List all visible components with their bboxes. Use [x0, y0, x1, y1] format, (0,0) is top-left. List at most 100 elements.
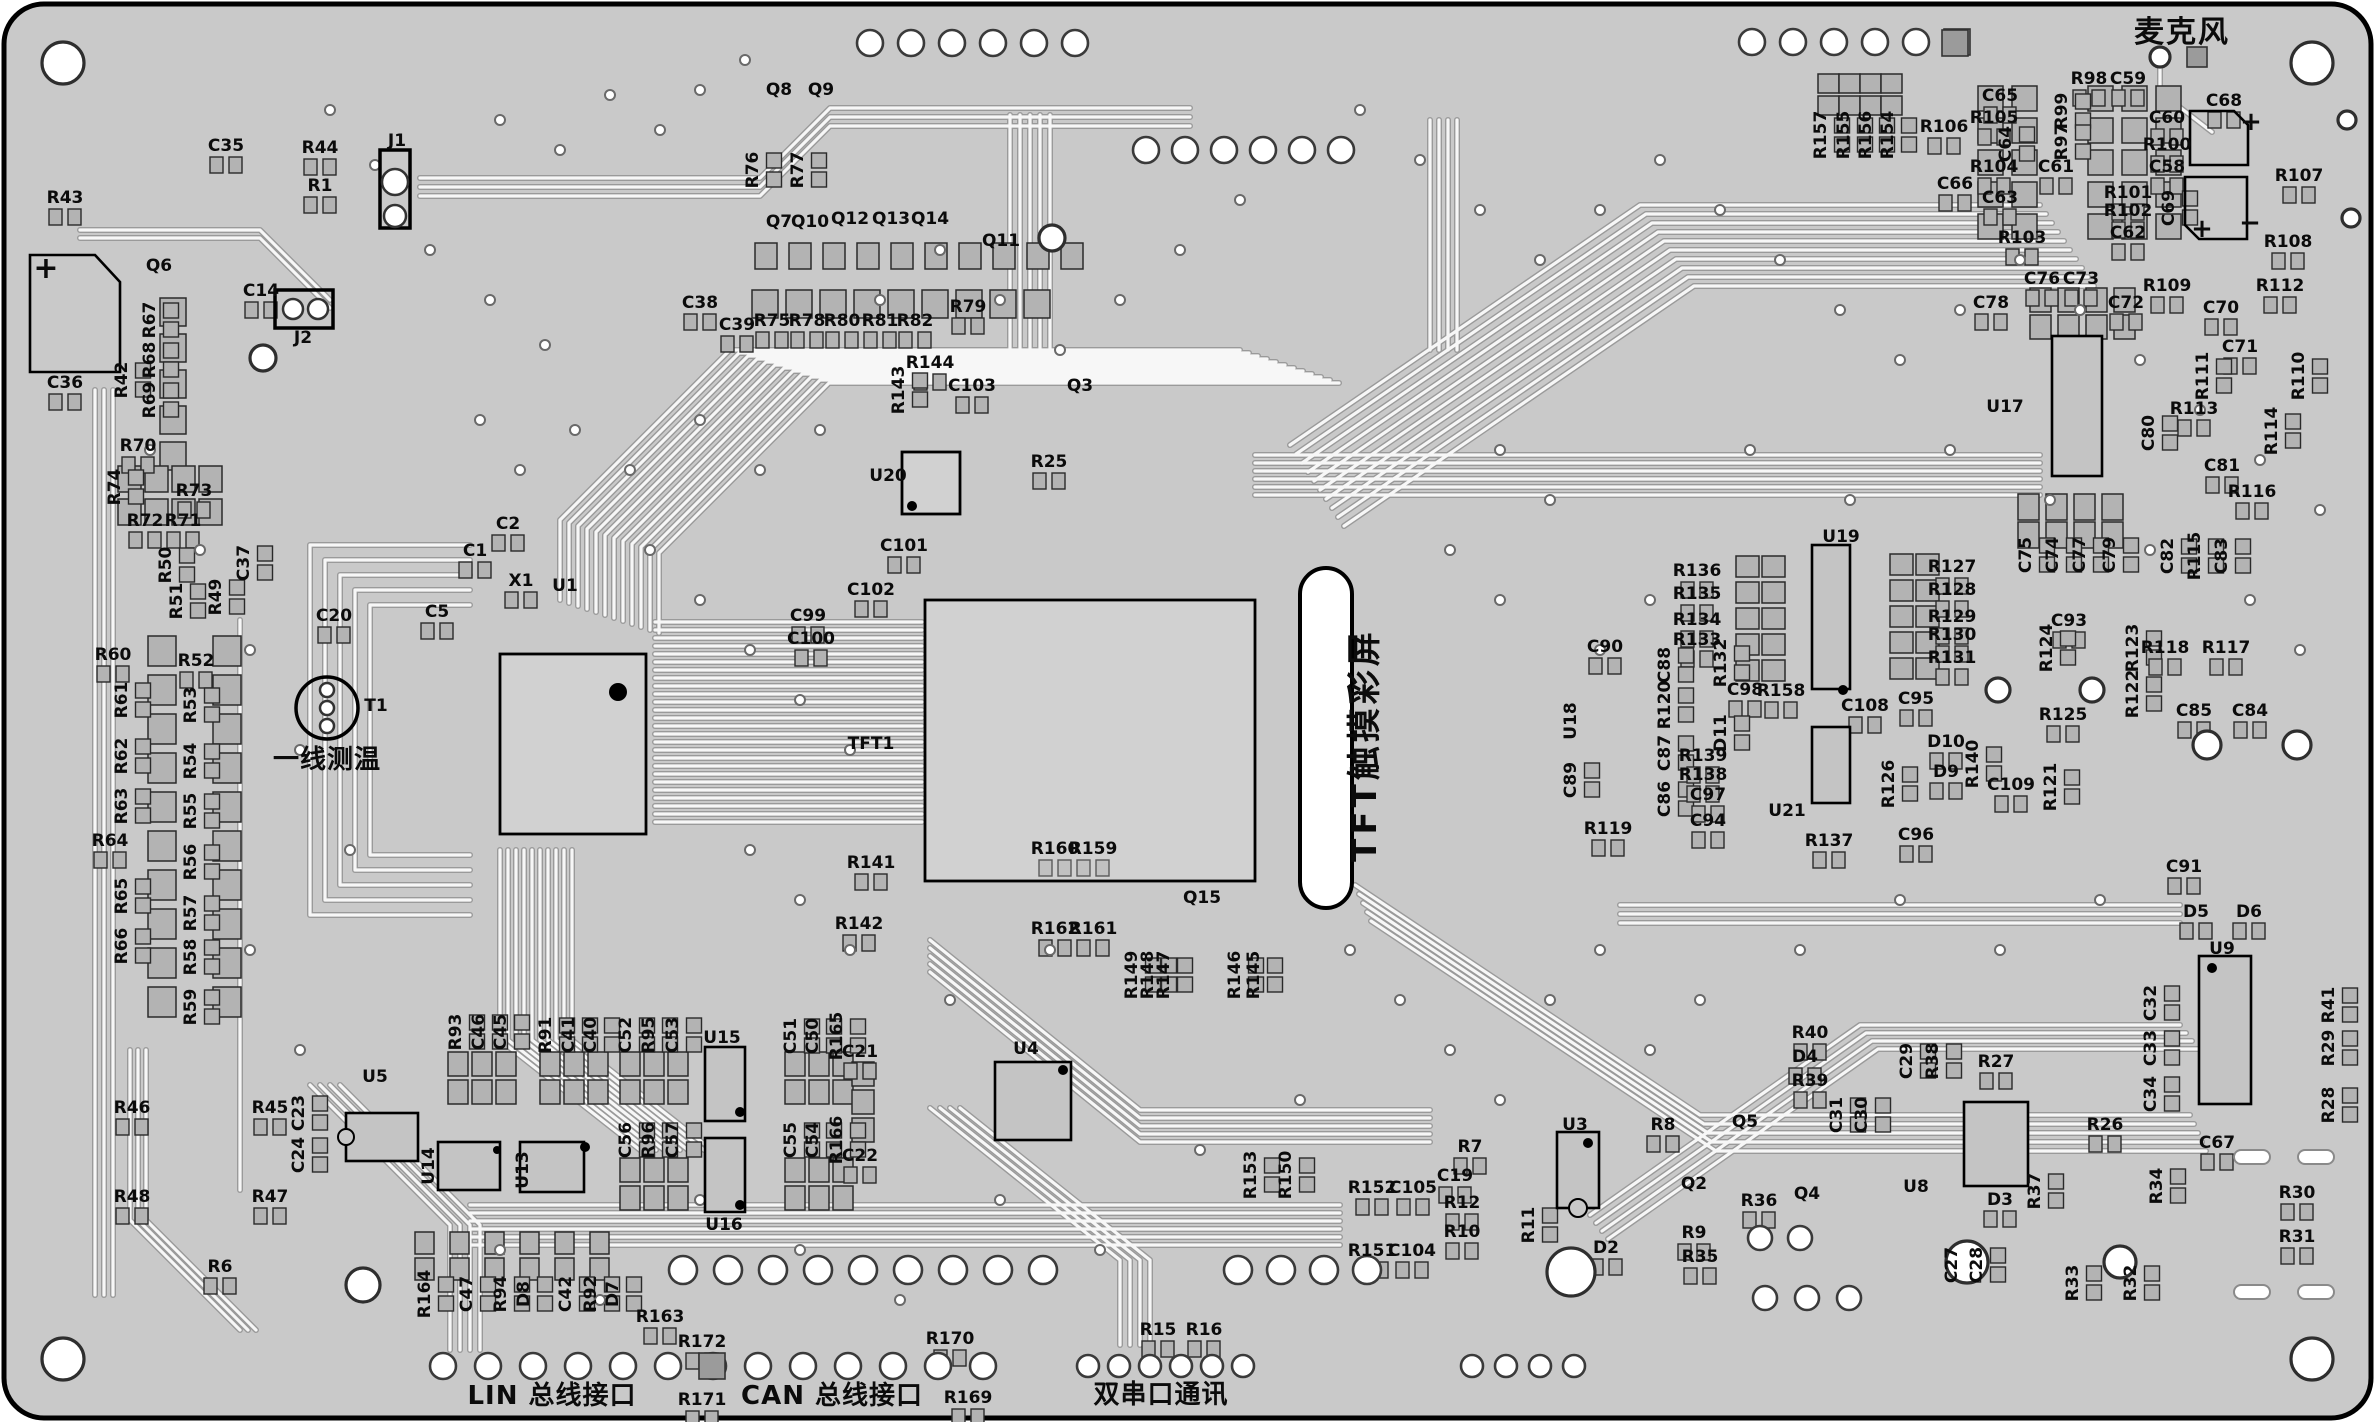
- pad: [813, 649, 828, 667]
- trace: [938, 1106, 1132, 1347]
- pad: [2073, 493, 2096, 521]
- pad: [1095, 859, 1110, 877]
- pad: [67, 393, 82, 411]
- pad: [1954, 627, 1969, 645]
- pad: [843, 1166, 858, 1184]
- pad: [1395, 1261, 1410, 1279]
- via: [1054, 344, 1066, 356]
- via: [569, 424, 581, 436]
- header-hole: [757, 1254, 789, 1286]
- pad: [849, 1141, 867, 1158]
- designator-c36: C36: [47, 373, 83, 393]
- pad: [1051, 472, 1066, 490]
- designator-r165: R165: [827, 1012, 847, 1061]
- pad: [1935, 577, 1950, 595]
- designator-r11: R11: [1519, 1207, 1539, 1244]
- pin1-dot: [1583, 1138, 1593, 1148]
- pad: [203, 793, 221, 810]
- header-hole: [1168, 1353, 1194, 1379]
- header-hole: [855, 28, 885, 58]
- designator-c42: C42: [556, 1276, 576, 1312]
- pad: [420, 622, 435, 640]
- pad: [1680, 630, 1695, 648]
- pad: [2299, 1203, 2314, 1221]
- pad: [67, 208, 82, 226]
- designator-r36: R36: [1741, 1191, 1778, 1211]
- pin1-dot: [735, 1107, 745, 1117]
- pad: [810, 626, 825, 644]
- pad: [1880, 73, 1903, 94]
- designator-c94: C94: [1690, 811, 1726, 831]
- designator-r63: R63: [112, 788, 132, 825]
- pad: [147, 713, 177, 745]
- pad: [504, 591, 519, 609]
- pad: [212, 635, 242, 667]
- pad: [1032, 472, 1047, 490]
- pad: [1665, 1135, 1680, 1153]
- designator-r134: R134: [1673, 610, 1722, 630]
- pad: [1889, 657, 1914, 680]
- pad: [539, 1079, 561, 1105]
- designator-r8: R8: [1651, 1115, 1676, 1135]
- pad: [228, 598, 246, 615]
- designator-r45: R45: [252, 1098, 289, 1118]
- trace: [1300, 221, 2054, 465]
- mounting-hole: [2148, 45, 2172, 69]
- designator-tft1: TFT1: [848, 734, 895, 754]
- pad: [2251, 922, 2266, 940]
- pad: [619, 1079, 641, 1105]
- pad: [1263, 1176, 1281, 1193]
- pad: [437, 1295, 455, 1312]
- pad: [662, 1327, 677, 1345]
- pad: [1874, 1116, 1892, 1133]
- pad: [1977, 149, 2004, 176]
- t1-body: [294, 675, 360, 741]
- designator-c59: C59: [2110, 69, 2146, 89]
- designator-c97: C97: [1690, 785, 1726, 805]
- pad: [1807, 1067, 1822, 1085]
- designator-c79: C79: [2100, 537, 2120, 573]
- designator-q11: Q11: [982, 231, 1020, 251]
- designator-r51: R51: [167, 583, 187, 620]
- pad: [2122, 537, 2140, 554]
- pad: [253, 1207, 268, 1225]
- pad: [2091, 89, 2106, 107]
- header-hole: [743, 1351, 773, 1381]
- designator-d5: D5: [2183, 902, 2209, 922]
- pad: [992, 242, 1016, 270]
- pad: [1788, 1067, 1803, 1085]
- pad: [479, 1295, 497, 1312]
- trace: [928, 954, 1432, 1128]
- header-hole: [1209, 135, 1239, 165]
- pad: [147, 830, 177, 862]
- pad: [1938, 194, 1953, 212]
- pad: [1856, 136, 1874, 153]
- pad: [519, 1231, 540, 1255]
- designator-c32: C32: [2141, 985, 2161, 1021]
- pad: [513, 1295, 531, 1312]
- pad: [134, 947, 152, 964]
- pad: [2169, 155, 2184, 173]
- designator-r108: R108: [2264, 232, 2313, 252]
- pad: [822, 242, 846, 270]
- header-hole: [923, 1351, 953, 1381]
- pad: [449, 1257, 470, 1281]
- via: [1594, 644, 1606, 656]
- dual-serial-label: 双串口通讯: [1093, 1380, 1228, 1410]
- header-hole: [428, 1351, 458, 1381]
- designator-r68: R68: [140, 342, 160, 379]
- pad: [1989, 1247, 2007, 1264]
- designator-c98: C98: [1727, 680, 1763, 700]
- designator-r39: R39: [1792, 1071, 1829, 1091]
- header-hole: [1527, 1353, 1553, 1379]
- via: [1594, 944, 1606, 956]
- pad: [1735, 581, 1760, 604]
- pad: [1918, 709, 1933, 727]
- chip-d3-package: [1962, 1100, 2030, 1188]
- via: [324, 104, 336, 116]
- pad: [685, 1141, 703, 1158]
- pad: [2242, 357, 2257, 375]
- designator-r91: R91: [536, 1017, 556, 1054]
- pad: [1060, 242, 1084, 270]
- pad: [1849, 1116, 1867, 1133]
